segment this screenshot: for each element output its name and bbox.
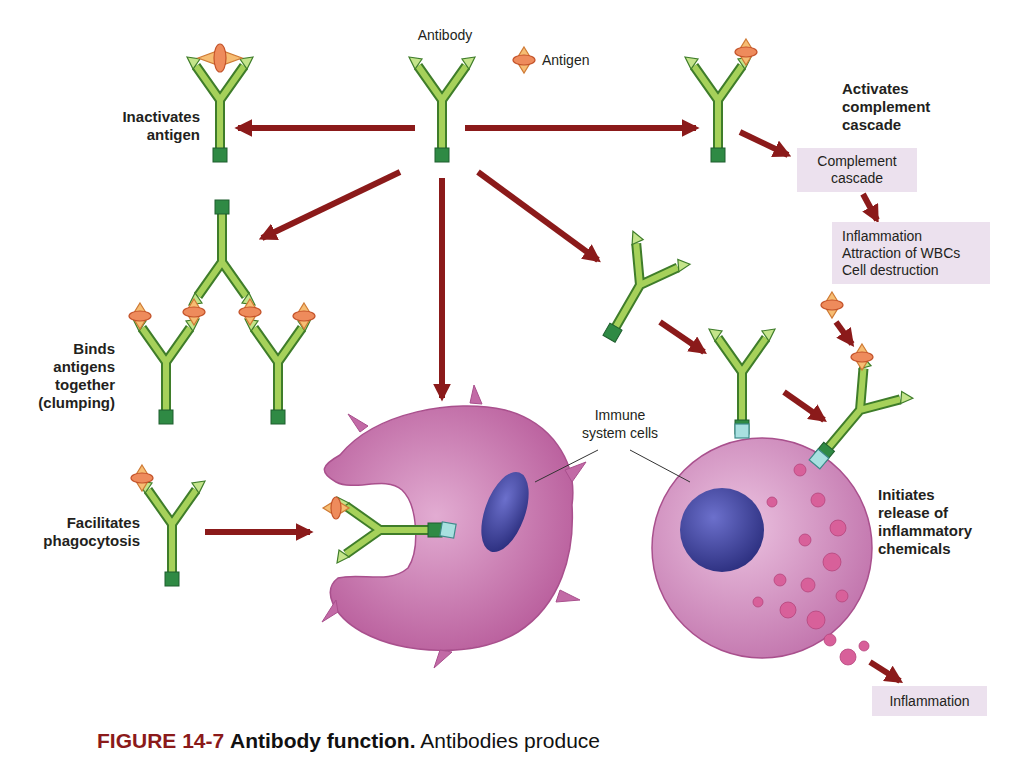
function-label: Antibody: [400, 26, 490, 44]
antibodies: [133, 57, 913, 586]
arrows: [205, 128, 900, 681]
text-box: Inflammation: [872, 686, 987, 716]
mast-cell-nucleus: [680, 488, 764, 572]
granules: [753, 464, 869, 665]
leader-lines: [535, 450, 690, 482]
phagocyte-cell: [324, 406, 572, 651]
phagocyte-nucleus: [472, 466, 538, 559]
box-text: Inflammation Attraction of WBCs Cell des…: [842, 228, 980, 279]
receptors: [440, 424, 829, 538]
antigens: [129, 39, 873, 519]
function-label: Inactivates antigen: [95, 108, 200, 144]
function-label: Immune system cells: [575, 406, 665, 442]
box-text: Complement cascade: [807, 153, 907, 187]
function-label: Facilitates phagocytosis: [30, 514, 140, 550]
connectors: [863, 194, 877, 220]
function-label: Antigen: [542, 51, 622, 69]
text-box: Inflammation Attraction of WBCs Cell des…: [832, 222, 990, 284]
box-text: Inflammation: [882, 693, 977, 710]
phagocyte-pseudopods: [322, 385, 586, 668]
mast-cell: [652, 438, 872, 658]
function-label: Binds antigens together (clumping): [20, 340, 115, 412]
flow-arrow: [863, 194, 877, 220]
figure-caption: FIGURE 14-7 Antibody function. Antibodie…: [97, 728, 600, 754]
text-box: Complement cascade: [797, 148, 917, 192]
function-label: Activates complement cascade: [842, 80, 952, 134]
function-label: Initiates release of inflammatory chemic…: [878, 486, 990, 558]
